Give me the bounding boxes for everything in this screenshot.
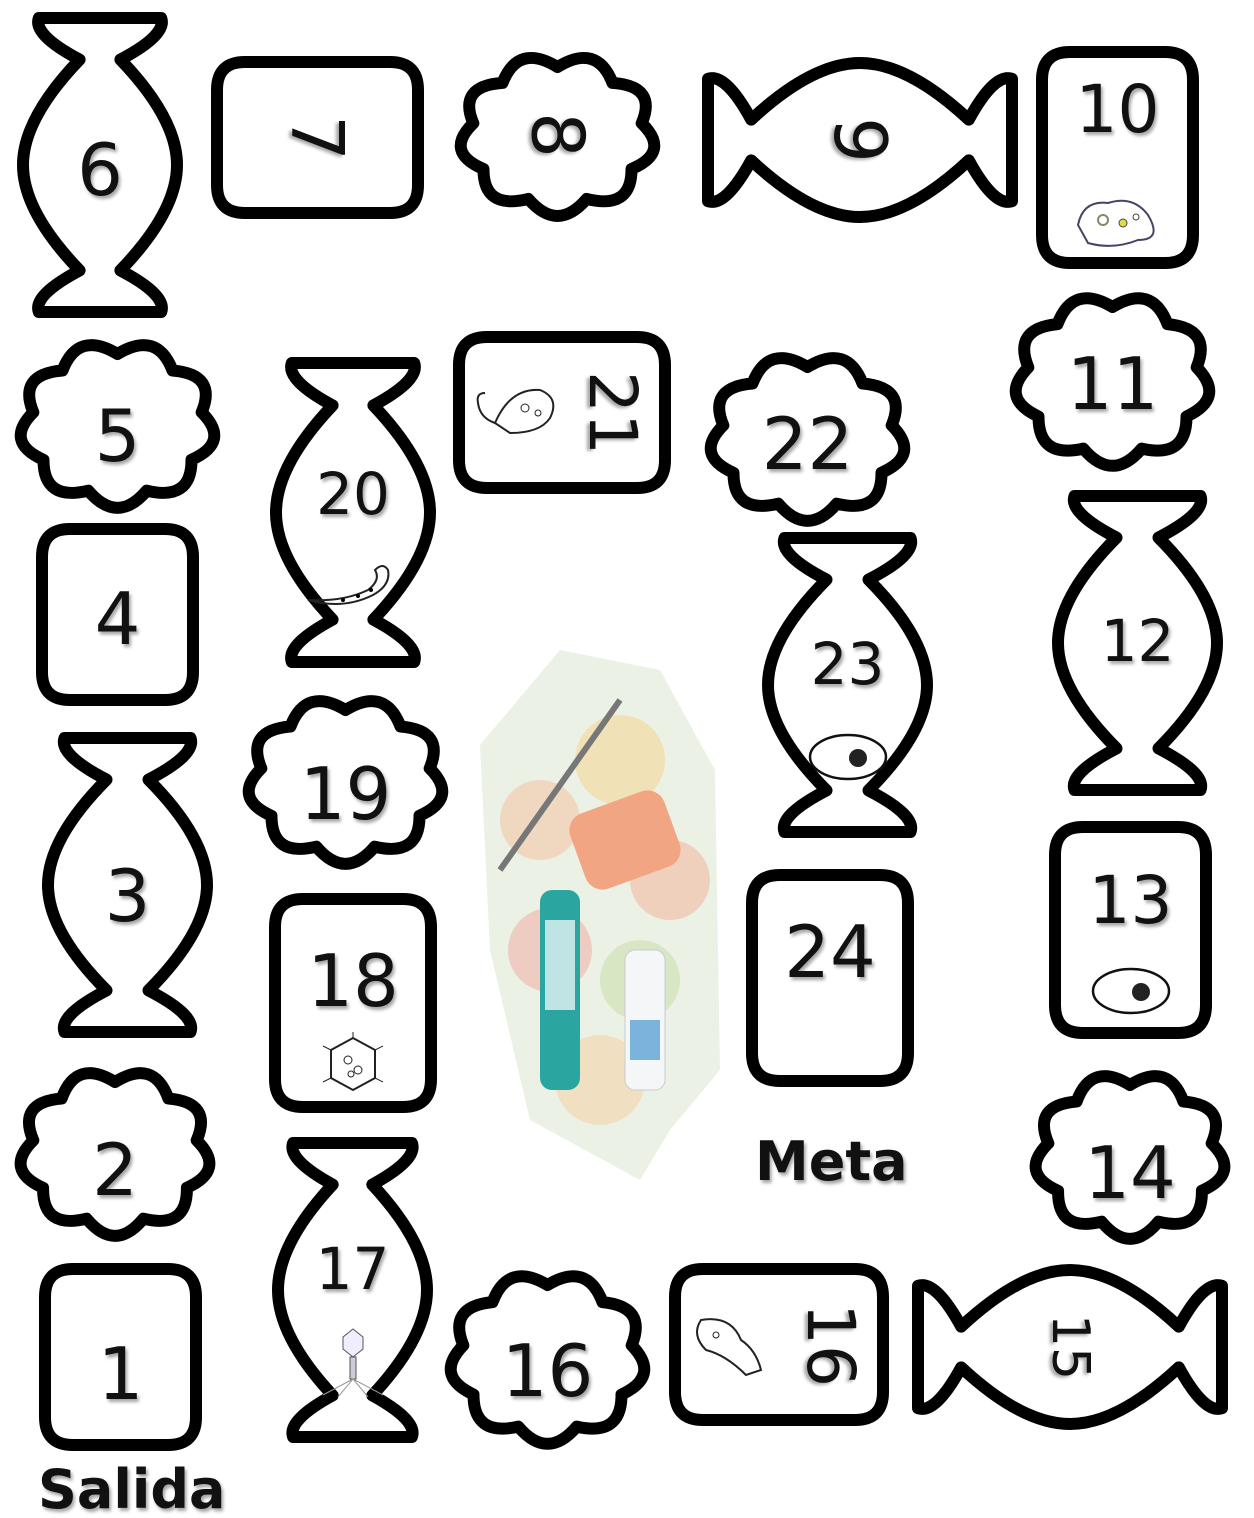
square-number: 5 xyxy=(10,400,225,472)
board-square-17: 16 xyxy=(440,1263,655,1453)
square-number: 21 xyxy=(579,371,645,455)
square-number: 15 xyxy=(1044,1187,1096,1507)
board-square-5: 5 xyxy=(10,332,225,517)
square-number: 10 xyxy=(1035,77,1200,143)
square-number: 20 xyxy=(268,465,438,523)
board-square-13: 13 xyxy=(1048,820,1213,1040)
board-square-4: 4 xyxy=(35,522,200,707)
square-number: 16 xyxy=(797,1303,863,1387)
cell-nucleus-icon xyxy=(798,722,898,796)
board-square-6: 6 xyxy=(15,10,185,320)
square-number: 11 xyxy=(1005,348,1220,420)
finish-label: Meta xyxy=(755,1130,908,1193)
square-number: 6 xyxy=(15,134,185,206)
hygiene-collage-image xyxy=(470,650,725,1180)
board-square-19: 18 xyxy=(268,892,438,1114)
board-square-15: 15 xyxy=(910,1262,1230,1432)
board-square-7: 7 xyxy=(210,55,425,220)
board-square-9: 9 xyxy=(700,55,1020,225)
square-number: 1 xyxy=(38,1338,203,1410)
euglena-icon xyxy=(470,378,570,452)
square-number: 8 xyxy=(522,28,594,243)
board-square-12: 12 xyxy=(1050,488,1225,798)
square-number: 7 xyxy=(282,30,354,245)
board-square-22: 21 xyxy=(452,330,672,495)
protozoan-icon xyxy=(686,1310,786,1384)
board-square-11: 11 xyxy=(1005,285,1220,475)
board-square-23: 22 xyxy=(700,345,915,530)
board-square-24: 23 xyxy=(760,530,935,840)
square-number: 12 xyxy=(1050,612,1225,670)
board-square-21: 20 xyxy=(268,355,438,670)
start-label: Salida xyxy=(38,1458,225,1518)
square-number: 19 xyxy=(238,758,453,830)
square-number: 17 xyxy=(270,1240,435,1298)
board-square-16: 16 xyxy=(668,1262,890,1427)
board-square-10: 10 xyxy=(1035,45,1200,270)
square-number: 13 xyxy=(1048,868,1213,934)
cell-icon xyxy=(1081,956,1181,1030)
virus-icon xyxy=(303,1030,403,1104)
board-square-18: 17 xyxy=(270,1135,435,1445)
square-number: 3 xyxy=(40,860,215,932)
square-number: 22 xyxy=(700,408,915,480)
board-square-3: 3 xyxy=(40,730,215,1040)
worm-icon xyxy=(303,550,403,624)
square-number: 23 xyxy=(760,635,935,693)
board-square-8: 8 xyxy=(450,45,665,225)
board-square-2: 2 xyxy=(10,1060,220,1245)
square-number: 2 xyxy=(10,1134,220,1206)
board-square-25: 24 xyxy=(745,868,915,1088)
board-square-1: 1 xyxy=(38,1262,203,1452)
square-number: 24 xyxy=(745,916,915,988)
board-square-20: 19 xyxy=(238,688,453,873)
square-number: 16 xyxy=(440,1335,655,1407)
square-number: 18 xyxy=(268,945,438,1017)
square-number: 4 xyxy=(35,583,200,655)
amoeba-icon xyxy=(1068,185,1168,259)
bacteriophage-icon xyxy=(303,1327,403,1401)
square-number: 9 xyxy=(824,0,896,300)
